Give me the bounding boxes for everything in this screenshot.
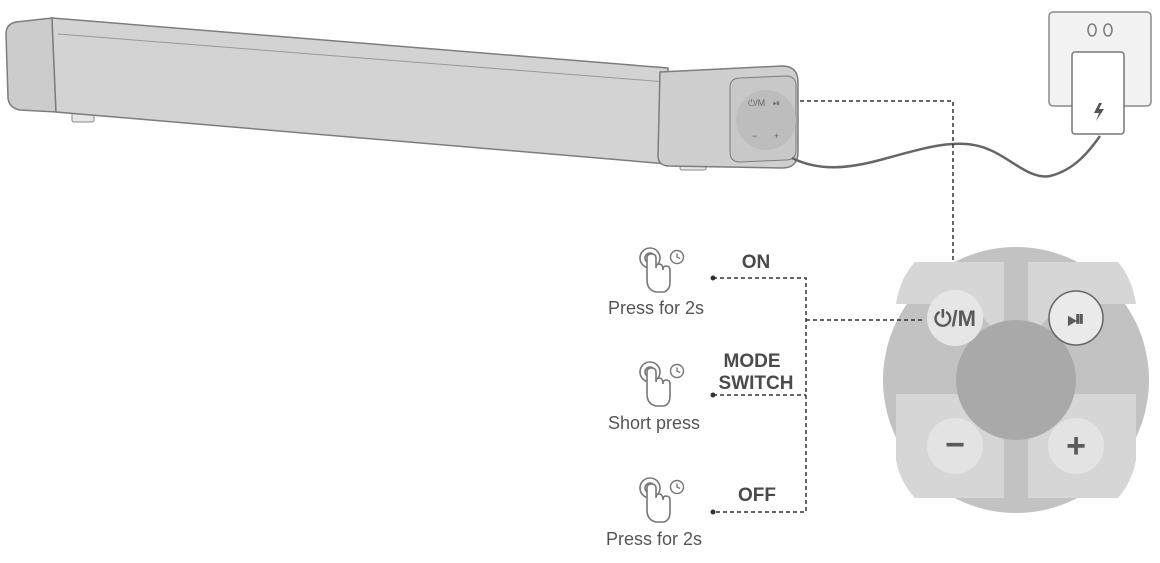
result-label-mode: MODE xyxy=(724,351,781,372)
action-on: Press for 2s ON xyxy=(608,247,771,318)
soundbar-left-cap xyxy=(5,17,57,113)
connector-dot-off xyxy=(710,509,716,515)
gesture-label-on: Press for 2s xyxy=(608,298,704,318)
connector-soundbar-to-panel xyxy=(800,100,954,288)
volume-up-button-face xyxy=(1048,418,1104,474)
volume-down-button-face xyxy=(927,418,983,474)
finger-press-icon xyxy=(639,361,671,407)
power-mode-button-face xyxy=(927,290,983,346)
play-pause-label: ⏯ xyxy=(1067,306,1085,331)
result-label-off: OFF xyxy=(738,485,776,506)
soundbar-body xyxy=(51,17,669,165)
soundbar: ⏻/M ⏯ − + xyxy=(5,17,799,171)
gesture-label-mode: Short press xyxy=(608,413,700,433)
result-label-on: ON xyxy=(742,252,771,273)
lightning-icon xyxy=(1094,103,1104,121)
soundbar-control-panel xyxy=(736,90,796,150)
power-cable xyxy=(791,135,1102,178)
play-pause-button-face xyxy=(1048,290,1104,346)
action-off: Press for 2s OFF xyxy=(606,477,776,549)
control-panel: ⏻/M ⏯ − + xyxy=(883,247,1149,513)
finger-press-icon xyxy=(639,477,671,523)
soundbar-power-mode-label: ⏻/M xyxy=(748,98,765,108)
connector-dot-on xyxy=(710,275,716,281)
outlet-slot-left xyxy=(1087,23,1097,37)
volume-up-label: + xyxy=(1066,427,1086,465)
result-label-switch: SWITCH xyxy=(719,373,794,394)
soundbar-edge-line xyxy=(57,33,667,83)
gesture-label-off: Press for 2s xyxy=(606,529,702,549)
soundbar-volume-down-label: − xyxy=(752,131,757,141)
power-mode-label: ⏻/M xyxy=(934,306,976,331)
volume-down-label: − xyxy=(945,426,965,464)
outlet-slot-right xyxy=(1103,23,1113,37)
action-connectors xyxy=(710,275,925,515)
power-mode-sector xyxy=(896,262,1004,360)
control-panel-center xyxy=(956,320,1076,440)
wall-outlet xyxy=(1048,11,1152,135)
play-pause-sector xyxy=(1028,262,1136,360)
soundbar-volume-up-label: + xyxy=(774,131,779,141)
clock-icon xyxy=(669,249,685,265)
finger-press-icon xyxy=(639,247,671,293)
power-adapter xyxy=(1071,51,1125,135)
connector-dot-mode xyxy=(710,392,716,398)
clock-icon xyxy=(669,363,685,379)
clock-icon xyxy=(669,479,685,495)
soundbar-play-pause-label: ⏯ xyxy=(773,98,780,108)
action-mode-switch: Short press MODE SWITCH xyxy=(608,351,793,433)
